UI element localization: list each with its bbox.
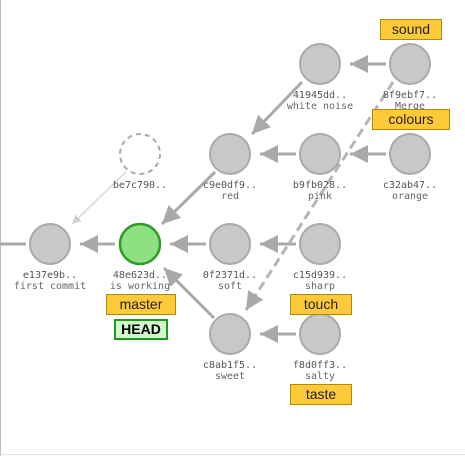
edge-8f9e-to-c8ab-dashed bbox=[244, 81, 395, 311]
commit-hash: c8ab1f5.. bbox=[203, 360, 257, 371]
commit-48e6[interactable] bbox=[118, 222, 162, 266]
commit-hash: 8f9ebf7.. bbox=[383, 90, 437, 101]
commit-message: first commit bbox=[14, 281, 86, 292]
branch-label-sound[interactable]: sound bbox=[380, 19, 442, 40]
commit-message: sharp bbox=[305, 281, 335, 292]
commit-hash: be7c790.. bbox=[113, 180, 167, 191]
branch-label-taste[interactable]: taste bbox=[290, 384, 352, 405]
commit-c8ab[interactable] bbox=[209, 313, 251, 355]
commit-message: pink bbox=[308, 191, 332, 202]
commit-be7c[interactable] bbox=[119, 133, 161, 175]
commit-b9fb[interactable] bbox=[299, 133, 341, 175]
branch-label-touch[interactable]: touch bbox=[290, 294, 352, 315]
commit-message: white noise bbox=[287, 101, 353, 112]
commit-hash: c9e0df9.. bbox=[203, 180, 257, 191]
commit-hash: c15d939.. bbox=[293, 270, 347, 281]
commit-0f23[interactable] bbox=[209, 223, 251, 265]
commit-c15d[interactable] bbox=[299, 223, 341, 265]
commit-e137[interactable] bbox=[29, 223, 71, 265]
commit-hash: c32ab47.. bbox=[383, 180, 437, 191]
bottom-border bbox=[0, 454, 465, 455]
edge-c9e0-to-48e6 bbox=[160, 170, 217, 226]
head-label: HEAD bbox=[114, 319, 168, 340]
commit-message: Merge bbox=[395, 101, 425, 112]
edge-c8ab-to-48e6 bbox=[162, 266, 216, 320]
commit-c9e0[interactable] bbox=[209, 133, 251, 175]
commit-c32a[interactable] bbox=[389, 133, 431, 175]
branch-label-colours[interactable]: colours bbox=[372, 109, 450, 130]
left-border bbox=[0, 0, 1, 456]
commit-hash: b9fb028.. bbox=[293, 180, 347, 191]
commit-hash: 41945dd.. bbox=[293, 90, 347, 101]
commit-hash: 0f2371d.. bbox=[203, 270, 257, 281]
edge-4194-to-c9e0 bbox=[250, 80, 304, 136]
branch-label-master[interactable]: master bbox=[106, 294, 176, 315]
commit-message: sweet bbox=[215, 371, 245, 382]
commit-message: red bbox=[221, 191, 239, 202]
edge-be7c-to-e137 bbox=[71, 171, 127, 225]
commit-4194[interactable] bbox=[299, 43, 341, 85]
commit-hash: f8d0ff3.. bbox=[293, 360, 347, 371]
commit-f8d0[interactable] bbox=[299, 313, 341, 355]
commit-message: orange bbox=[392, 191, 428, 202]
commit-8f9e[interactable] bbox=[389, 43, 431, 85]
commit-message: salty bbox=[305, 371, 335, 382]
commit-message: is working bbox=[110, 281, 170, 292]
commit-hash: 48e623d.. bbox=[113, 270, 167, 281]
commit-message: soft bbox=[218, 281, 242, 292]
commit-hash: e137e9b.. bbox=[23, 270, 77, 281]
